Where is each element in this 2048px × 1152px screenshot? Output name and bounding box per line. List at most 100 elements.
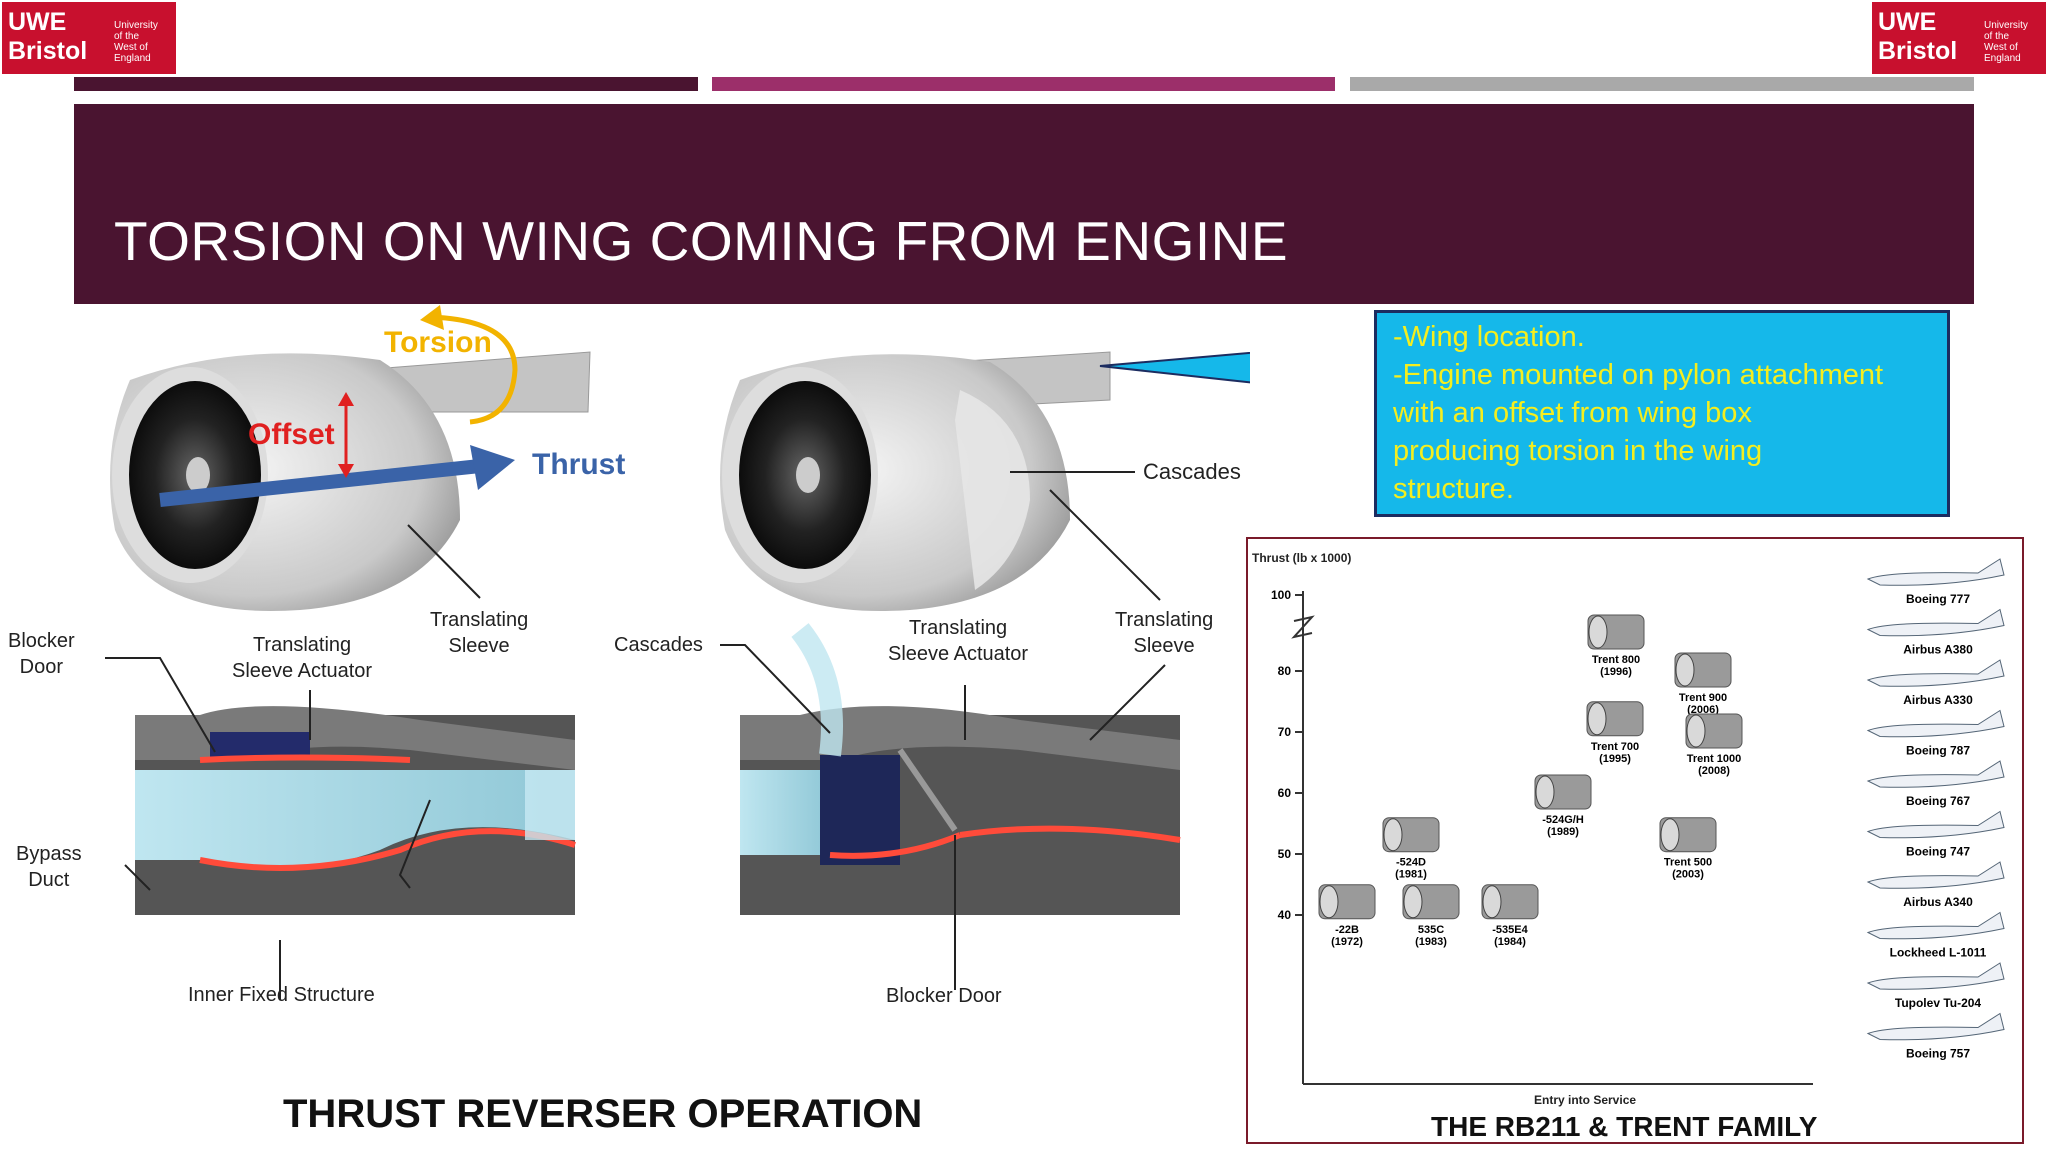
aircraft-item: Boeing 747 <box>1866 810 2005 859</box>
ts-right-line2: Sleeve <box>1133 635 1195 657</box>
engine-year-label: (1981) <box>1395 869 1427 881</box>
engine-fan-icon <box>1383 818 1403 852</box>
title-banner: TORSION ON WING COMING FROM ENGINE <box>74 104 1974 304</box>
aircraft-label: Boeing 747 <box>1906 845 1970 859</box>
accent-bar-3 <box>1350 77 1974 91</box>
engine-point: Trent 800(1996) <box>1587 614 1645 678</box>
logo-sub-1: University <box>114 20 158 31</box>
logo-sub-2-right: of the <box>1984 31 2010 42</box>
offset-label: Offset <box>248 418 335 451</box>
aircraft-item: Airbus A380 <box>1866 608 2005 657</box>
aircraft-item: Boeing 777 <box>1866 558 2005 606</box>
ytick-label: 50 <box>1278 847 1292 861</box>
aircraft-icon <box>1866 558 2005 586</box>
engine-fan-icon <box>1675 653 1695 687</box>
axis-break <box>1291 615 1315 639</box>
aircraft-icon <box>1866 1012 2005 1041</box>
callout-line-2: -Engine mounted on pylon attachment <box>1393 359 1884 391</box>
engine-name-label: Trent 900 <box>1679 692 1727 704</box>
slide-title: TORSION ON WING COMING FROM ENGINE <box>114 210 1289 272</box>
aircraft-label: Boeing 777 <box>1906 592 1970 606</box>
tsa-right-line2: Sleeve Actuator <box>888 643 1029 665</box>
engine-year-label: (2008) <box>1698 765 1730 777</box>
logo-sub-4-right: England <box>1984 53 2021 64</box>
tsa-left-line2: Sleeve Actuator <box>232 660 373 682</box>
engine-year-label: (1995) <box>1599 753 1631 765</box>
engine-point: -22B(1972) <box>1318 884 1376 948</box>
engine-point: -535E4(1984) <box>1481 884 1539 948</box>
inner-fixed-structure-label: Inner Fixed Structure <box>188 984 375 1006</box>
engine-name-label: 535C <box>1418 924 1444 936</box>
chart-title: THE RB211 & TRENT FAMILY <box>1431 1111 1818 1142</box>
engine-fan-icon <box>1482 885 1502 919</box>
engine-group: -22B(1972)535C(1983)-535E4(1984)-524D(19… <box>1318 614 1743 948</box>
engine-fan-icon <box>1587 702 1607 736</box>
engine-point: Trent 1000(2008) <box>1685 713 1743 777</box>
engine-year-label: (1989) <box>1547 826 1579 838</box>
cascades-label-2: Cascades <box>614 634 703 656</box>
logo-main-1: UWE <box>8 8 67 36</box>
callout-line-4: producing torsion in the wing <box>1393 435 1763 467</box>
aircraft-item: Lockheed L-1011 <box>1866 911 2005 960</box>
ytick-label: 60 <box>1278 786 1292 800</box>
callout-line-5: structure. <box>1393 473 1514 505</box>
logo-sub-2: of the <box>114 31 140 42</box>
engine-fan-icon <box>1535 775 1555 809</box>
aircraft-label: Airbus A330 <box>1903 693 1973 707</box>
aircraft-item: Tupolev Tu-204 <box>1866 962 2005 1010</box>
aircraft-label: Boeing 787 <box>1906 744 1970 758</box>
accent-bar-1 <box>74 77 698 91</box>
torsion-arrow <box>429 314 518 425</box>
callout-box: -Wing location. -Engine mounted on pylon… <box>1374 310 1950 517</box>
engine-name-label: Trent 800 <box>1592 654 1640 666</box>
aircraft-label: Boeing 767 <box>1906 794 1970 808</box>
aircraft-icon <box>1866 861 2005 889</box>
aircraft-icon <box>1866 810 2005 839</box>
ts-right-line1: Translating <box>1115 609 1214 631</box>
chart-xlabel: Entry into Service <box>1534 1093 1637 1107</box>
engine-fan-icon <box>1660 818 1680 852</box>
engine-year-label: (1996) <box>1600 666 1632 678</box>
aircraft-item: Airbus A340 <box>1866 861 2005 909</box>
aircraft-item: Boeing 767 <box>1866 760 2005 808</box>
engine-point: Trent 500(2003) <box>1659 817 1717 881</box>
callout-line-3: with an offset from wing box <box>1393 397 1752 429</box>
callout-pointer <box>1099 351 1250 384</box>
engine-year-label: (1972) <box>1331 936 1363 948</box>
engine-year-label: (1983) <box>1415 936 1447 948</box>
aircraft-label: Boeing 757 <box>1906 1047 1970 1061</box>
engine-year-label: (2003) <box>1672 869 1704 881</box>
aircraft-label: Tupolev Tu-204 <box>1895 996 1982 1010</box>
ytick-label: 80 <box>1278 664 1292 678</box>
aircraft-icon <box>1866 709 2005 738</box>
left-cross-section <box>135 706 576 915</box>
blocker-door-line2: Door <box>19 656 64 678</box>
chart-ylabel: Thrust (lb x 1000) <box>1252 551 1352 565</box>
blocker-door-line1: Blocker <box>8 630 75 652</box>
engine-name-label: Trent 700 <box>1591 741 1639 753</box>
aircraft-item: Boeing 757 <box>1866 1012 2005 1061</box>
engine-fan-icon <box>1319 885 1339 919</box>
aircraft-icon <box>1866 659 2005 687</box>
engine-year-label: (1984) <box>1494 936 1526 948</box>
aircraft-label: Airbus A380 <box>1903 643 1973 657</box>
engine-name-label: Trent 500 <box>1664 857 1712 869</box>
ts-left-line2: Sleeve <box>448 635 510 657</box>
tsa-left-line1: Translating <box>252 634 352 656</box>
ytick-label: 70 <box>1278 725 1292 739</box>
engine-name-label: -535E4 <box>1492 924 1528 936</box>
logo-sub-4: England <box>114 53 151 64</box>
ytick-label: 40 <box>1278 908 1292 922</box>
bypass-line2: Duct <box>28 869 70 891</box>
engine-point: 535C(1983) <box>1402 884 1460 948</box>
logo-main-2: Bristol <box>8 37 88 65</box>
